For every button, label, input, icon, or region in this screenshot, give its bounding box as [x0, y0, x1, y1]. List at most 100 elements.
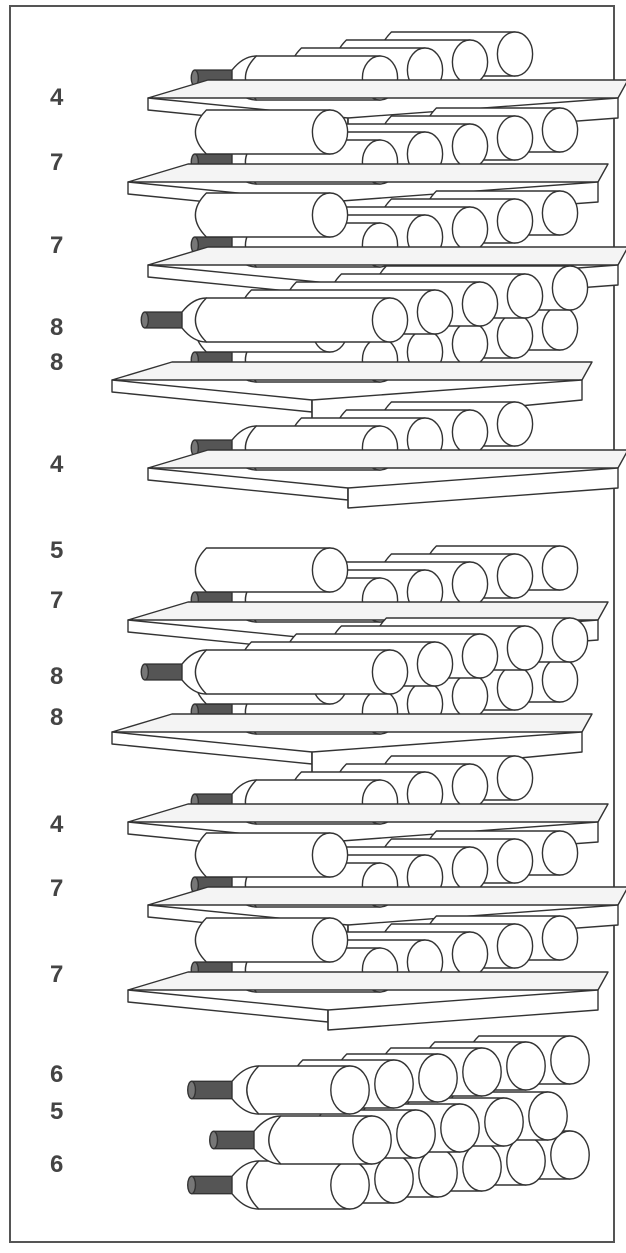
bottle-base	[506, 625, 544, 671]
shelf	[147, 449, 626, 509]
bottle-base	[541, 830, 579, 876]
bottle-base	[461, 633, 499, 679]
bottle-base	[506, 1041, 546, 1091]
shelf-group	[127, 915, 609, 1031]
shelf-group	[127, 545, 609, 661]
count-label-shelf-10: 7	[50, 961, 64, 988]
bottle-base	[551, 617, 589, 663]
bottle-base	[551, 265, 589, 311]
bottle-base	[541, 190, 579, 236]
count-label-shelf-1: 4	[50, 84, 64, 111]
bottle-body	[194, 297, 391, 343]
count-label-shelf-2: 7	[50, 149, 64, 176]
bottle-base	[541, 545, 579, 591]
count-label-floor-a: 6	[50, 1061, 64, 1088]
count-label-shelf-4b: 8	[50, 349, 64, 376]
bottle-base	[484, 1097, 524, 1147]
bottle	[194, 832, 349, 878]
bottle-base	[396, 1109, 436, 1159]
bottle-base	[496, 923, 534, 969]
shelf-top	[111, 713, 593, 733]
bottle-body	[194, 832, 331, 878]
count-label-shelf-5: 4	[50, 451, 64, 478]
bottle-base	[371, 649, 409, 695]
bottle-base	[496, 838, 534, 884]
shelf-top	[147, 79, 626, 99]
bottle-base	[496, 553, 534, 599]
count-label-floor-b: 5	[50, 1098, 64, 1125]
bottle-base	[462, 1047, 502, 1097]
bottle-base	[496, 755, 534, 801]
bottle-body	[194, 547, 331, 593]
floor-stack	[187, 1035, 590, 1210]
bottle-base	[374, 1059, 414, 1109]
shelf-group	[147, 401, 626, 509]
shelf	[127, 971, 609, 1031]
bottle	[194, 192, 349, 238]
bottle-base	[496, 401, 534, 447]
bottle-neck-tip	[209, 1130, 219, 1150]
bottle-body	[194, 649, 391, 695]
bottle-base	[311, 192, 349, 238]
bottle-body	[268, 1115, 373, 1165]
bottle	[194, 109, 349, 155]
bottle-base	[311, 547, 349, 593]
bottle-neck-tip	[187, 1175, 197, 1195]
bottle-body	[246, 1160, 351, 1210]
bottle-base	[541, 915, 579, 961]
bottle-base	[330, 1065, 370, 1115]
shelf-group	[127, 755, 609, 863]
shelf-top	[127, 803, 609, 823]
count-label-shelf-7a: 8	[50, 663, 64, 690]
bottle-base	[352, 1115, 392, 1165]
bottle	[140, 297, 409, 343]
bottle-base	[461, 281, 499, 327]
bottle-base	[496, 31, 534, 77]
shelf-top	[147, 246, 626, 266]
bottle-base	[311, 917, 349, 963]
count-label-shelf-6a: 5	[50, 537, 64, 564]
bottle-base	[440, 1103, 480, 1153]
bottle-base	[371, 297, 409, 343]
bottle-base	[496, 198, 534, 244]
bottle-base	[416, 289, 454, 335]
count-label-shelf-6b: 7	[50, 587, 64, 614]
bottle	[194, 547, 349, 593]
shelf-top	[147, 449, 626, 469]
shelf-top	[111, 361, 593, 381]
bottle-body	[246, 1065, 351, 1115]
bottle-base	[550, 1035, 590, 1085]
count-label-shelf-3: 7	[50, 232, 64, 259]
bottle-neck-tip	[187, 1080, 197, 1100]
bottle-base	[550, 1130, 590, 1180]
count-label-shelf-8: 4	[50, 811, 64, 838]
count-label-shelf-7b: 8	[50, 704, 64, 731]
bottle-base	[506, 273, 544, 319]
bottle-base	[418, 1053, 458, 1103]
bottle-base	[416, 641, 454, 687]
bottle-base	[541, 107, 579, 153]
count-label-floor-c: 6	[50, 1151, 64, 1178]
bottle-body	[194, 192, 331, 238]
bottle-neck-tip	[140, 663, 150, 681]
shelf-top	[127, 163, 609, 183]
count-label-shelf-9: 7	[50, 875, 64, 902]
bottle-body	[194, 109, 331, 155]
bottle	[187, 1065, 370, 1115]
shelf-top	[147, 886, 626, 906]
bottle	[209, 1115, 392, 1165]
bottle-neck-tip	[140, 311, 150, 329]
bottle-base	[496, 115, 534, 161]
bottle	[194, 917, 349, 963]
shelf-group	[111, 265, 593, 427]
shelf-top	[127, 971, 609, 991]
count-label-shelf-4a: 8	[50, 314, 64, 341]
bottle	[140, 649, 409, 695]
bottle-base	[311, 109, 349, 155]
bottle-body	[194, 917, 331, 963]
bottle-base	[528, 1091, 568, 1141]
bottle-base	[311, 832, 349, 878]
bottle	[187, 1160, 370, 1210]
